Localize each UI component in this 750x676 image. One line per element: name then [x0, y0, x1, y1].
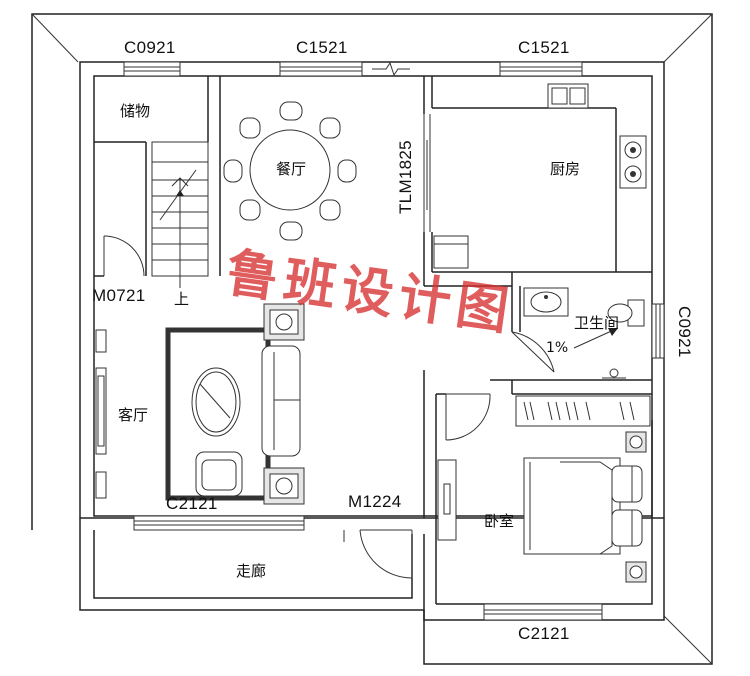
roof-outline	[31, 13, 713, 665]
window-living-symbol	[133, 515, 305, 531]
floor-drain	[602, 368, 626, 379]
side-table-bottom	[263, 467, 305, 505]
storage-door-symbol	[103, 235, 145, 277]
fridge	[433, 235, 469, 269]
tv-cabinet	[95, 329, 107, 499]
bedroom-tv-cabinet	[437, 459, 457, 541]
bathroom-door-symbol	[511, 331, 555, 373]
window-bath-symbol	[651, 303, 665, 359]
window-top-mid-symbol	[279, 61, 363, 77]
nightstand-top	[625, 431, 647, 453]
side-table-top	[263, 303, 305, 341]
bed	[523, 457, 643, 555]
wash-basin	[523, 287, 569, 317]
tea-table	[191, 367, 241, 437]
sliding-door-symbol	[423, 114, 431, 232]
dining-table	[223, 101, 357, 241]
kitchen-sink	[547, 83, 589, 109]
window-top-right-symbol	[499, 61, 583, 77]
toilet	[607, 299, 645, 327]
nightstand-bottom	[625, 561, 647, 583]
wardrobe-hangers	[523, 401, 635, 421]
sofa	[261, 345, 301, 457]
window-top-left-symbol	[123, 61, 181, 77]
window-bedroom-symbol	[483, 603, 603, 621]
break-symbol	[372, 61, 410, 77]
slope-arrow	[573, 327, 619, 349]
corridor-door-symbol	[343, 529, 413, 579]
armchair	[195, 451, 243, 497]
bedroom-door-symbol	[445, 393, 491, 441]
staircase	[151, 141, 209, 288]
kitchen-stove	[619, 135, 647, 189]
